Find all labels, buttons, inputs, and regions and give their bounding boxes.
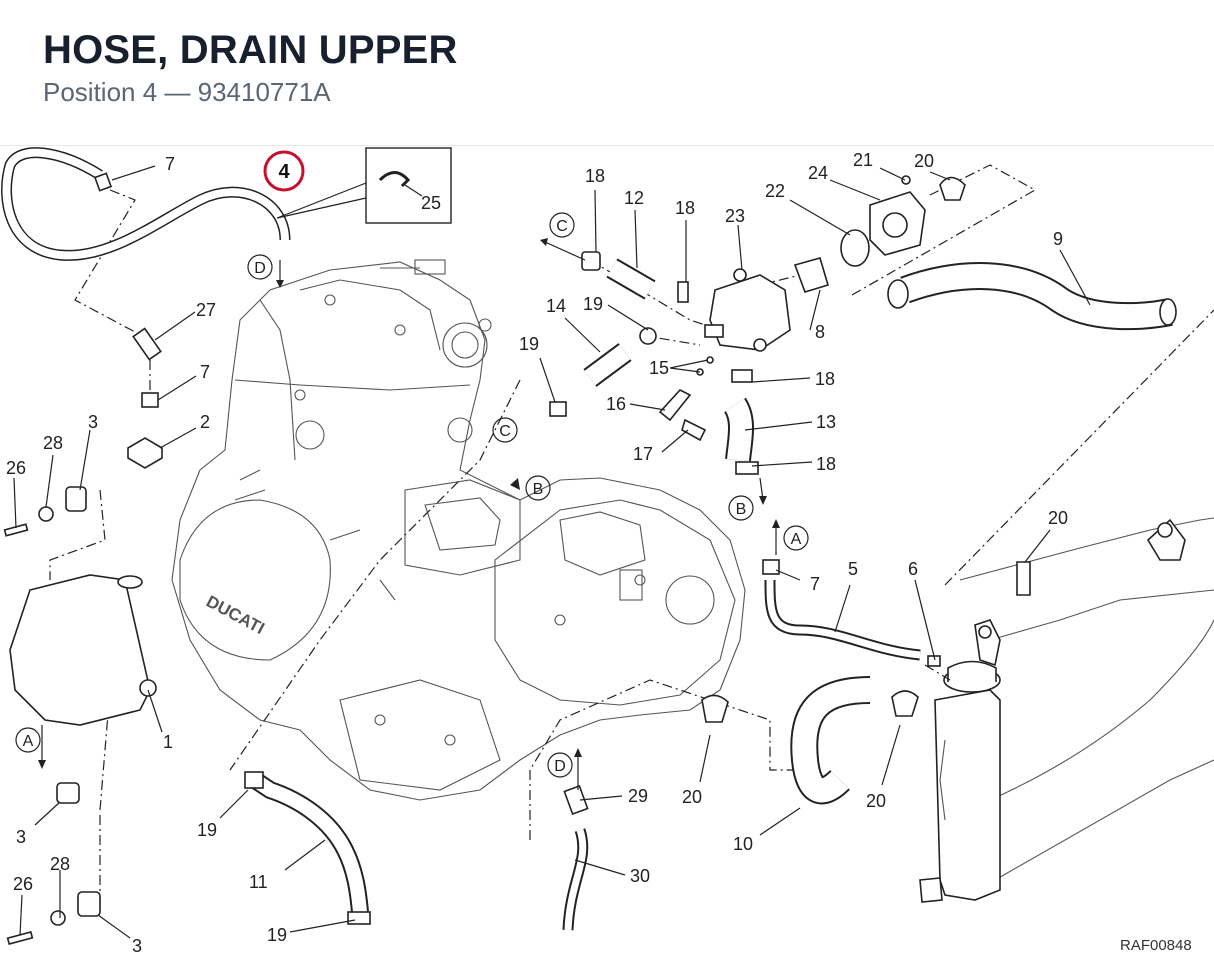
- callout-7: 7: [200, 362, 210, 382]
- callout-23: 23: [725, 206, 745, 226]
- callout-19: 19: [519, 334, 539, 354]
- ref-d-hose: D: [554, 758, 566, 775]
- callout-22: 22: [765, 181, 785, 201]
- callout-9: 9: [1053, 229, 1063, 249]
- highlight-ring: [263, 150, 305, 192]
- leader-lines: [13, 165, 1091, 939]
- page-title: HOSE, DRAIN UPPER: [43, 28, 458, 72]
- callout-11: 11: [249, 872, 268, 892]
- callout-18: 18: [675, 198, 695, 218]
- callout-3: 3: [132, 936, 142, 956]
- callout-13: 13: [816, 412, 836, 432]
- callout-19: 19: [197, 820, 217, 840]
- callout-29: 29: [628, 786, 648, 806]
- callout-14: 14: [546, 296, 566, 316]
- callout-7: 7: [810, 574, 820, 594]
- callout-21: 21: [853, 150, 873, 170]
- parts: [1, 147, 1177, 945]
- callout-19: 19: [267, 925, 287, 945]
- callout-3: 3: [16, 827, 26, 847]
- highlight-number: 4: [278, 161, 290, 183]
- callout-30: 30: [630, 866, 650, 886]
- svg-text:DUCATI: DUCATI: [203, 592, 268, 638]
- callout-26: 26: [13, 874, 33, 894]
- ref-a-hose: A: [791, 531, 802, 548]
- callout-20: 20: [682, 787, 702, 807]
- engine-illustration: DUCATI: [171, 259, 746, 801]
- callout-12: 12: [624, 188, 644, 208]
- ref-d-top: D: [254, 260, 266, 277]
- callout-2: 2: [200, 412, 210, 432]
- callout-1: 1: [163, 732, 173, 752]
- page-subtitle: Position 4 — 93410771A: [43, 77, 331, 107]
- callout-27: 27: [196, 300, 216, 320]
- callout-8: 8: [815, 322, 825, 342]
- ref-b-hose: B: [736, 501, 747, 518]
- callout-16: 16: [606, 394, 626, 414]
- callout-28: 28: [50, 854, 70, 874]
- reference-markers: D C C B B A A D: [15, 212, 809, 790]
- callout-6: 6: [908, 559, 918, 579]
- callout-25: 25: [421, 193, 441, 213]
- callout-20: 20: [914, 151, 934, 171]
- ref-a-reservoir: A: [23, 733, 34, 750]
- callout-5: 5: [848, 559, 858, 579]
- ref-c-upper: C: [556, 218, 568, 235]
- callout-15: 15: [649, 358, 669, 378]
- callout-18: 18: [815, 369, 835, 389]
- highlight-callout-4[interactable]: 4: [263, 150, 305, 192]
- radiator-illustration: [919, 517, 1214, 903]
- callout-20: 20: [866, 791, 886, 811]
- hose-drain-upper: [1, 147, 291, 261]
- drawing-code: RAF00848: [1120, 937, 1192, 954]
- callout-20: 20: [1048, 508, 1068, 528]
- callout-7: 7: [165, 154, 175, 174]
- callout-10: 10: [733, 834, 753, 854]
- ref-b-engine: B: [533, 481, 544, 498]
- callout-28: 28: [43, 433, 63, 453]
- callout-labels: 7 25 27 7 2 3 28 26 1 3 28 26 3 19 11 19…: [6, 150, 1068, 956]
- callout-19: 19: [583, 294, 603, 314]
- ref-c-engine: C: [499, 423, 511, 440]
- callout-18: 18: [585, 166, 605, 186]
- callout-24: 24: [808, 163, 828, 183]
- callout-17: 17: [633, 444, 653, 464]
- header-divider: [0, 145, 1214, 146]
- callout-3: 3: [88, 412, 98, 432]
- callout-26: 26: [6, 458, 26, 478]
- callout-18: 18: [816, 454, 836, 474]
